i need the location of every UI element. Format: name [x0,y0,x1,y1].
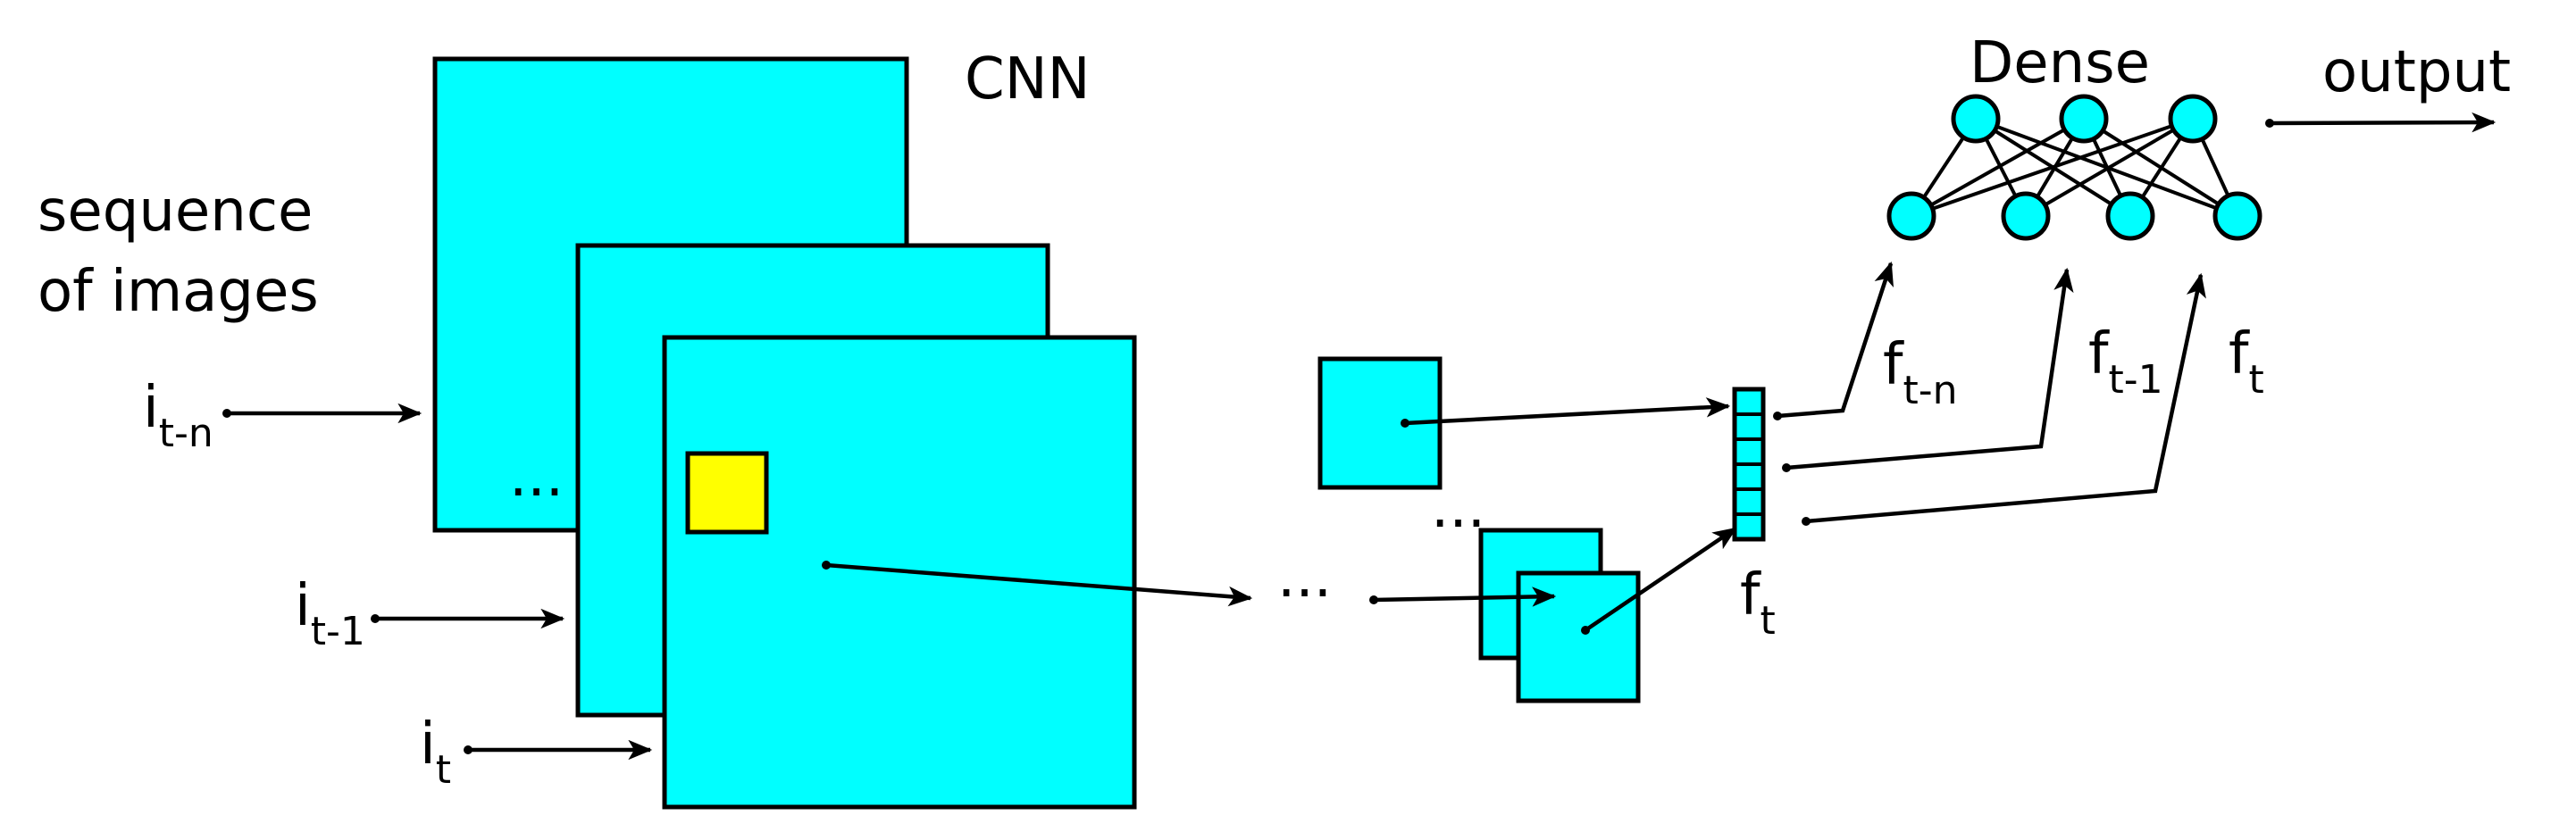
output-arrow [2269,112,2497,133]
frames-ellipsis: ... [509,444,564,510]
feature-arrow-t-n [1777,261,1894,419]
feature-label-t-n: ft-n [1883,332,1958,413]
feature-label-t: ft [2229,321,2264,403]
feature-maps-ellipsis: ... [1431,475,1485,541]
conv-kernel [685,451,769,535]
sequence-label-line1: sequence [38,179,313,245]
dense-node-bottom-3 [2105,191,2155,241]
map-to-vector-arrow-bottom [1584,527,1737,632]
dense-node-bottom-1 [1886,191,1936,241]
output-label: output [2322,39,2511,105]
feature-arrow-t [1805,272,2206,524]
input-label-t-n: it-n [143,375,213,456]
dense-node-top-2 [2059,94,2109,144]
feature-label-t-1: ft-1 [2088,321,2163,403]
ellipsis-to-map-arrow [1373,587,1557,607]
map-to-vector-arrow-top [1404,397,1731,426]
dense-node-bottom-4 [2212,191,2262,241]
input-label-t: it [420,711,451,793]
sequence-label-line2: of images [38,259,319,325]
cnn-label: CNN [965,46,1090,112]
dense-label: Dense [1970,30,2150,96]
feature-map-front [1516,570,1641,703]
cnn-to-feature-arrow [825,562,1253,607]
feature-vector-label: ft [1740,562,1776,644]
dense-node-top-1 [1951,94,2001,144]
feature-arrow-t-1 [1786,267,2074,470]
dense-connections [1910,117,2239,218]
dense-node-top-3 [2168,94,2218,144]
feature-vector [1732,387,1766,542]
mid-ellipsis: ... [1277,545,1332,611]
input-label-t-1: it-1 [295,573,365,654]
dense-node-bottom-2 [2001,191,2051,241]
